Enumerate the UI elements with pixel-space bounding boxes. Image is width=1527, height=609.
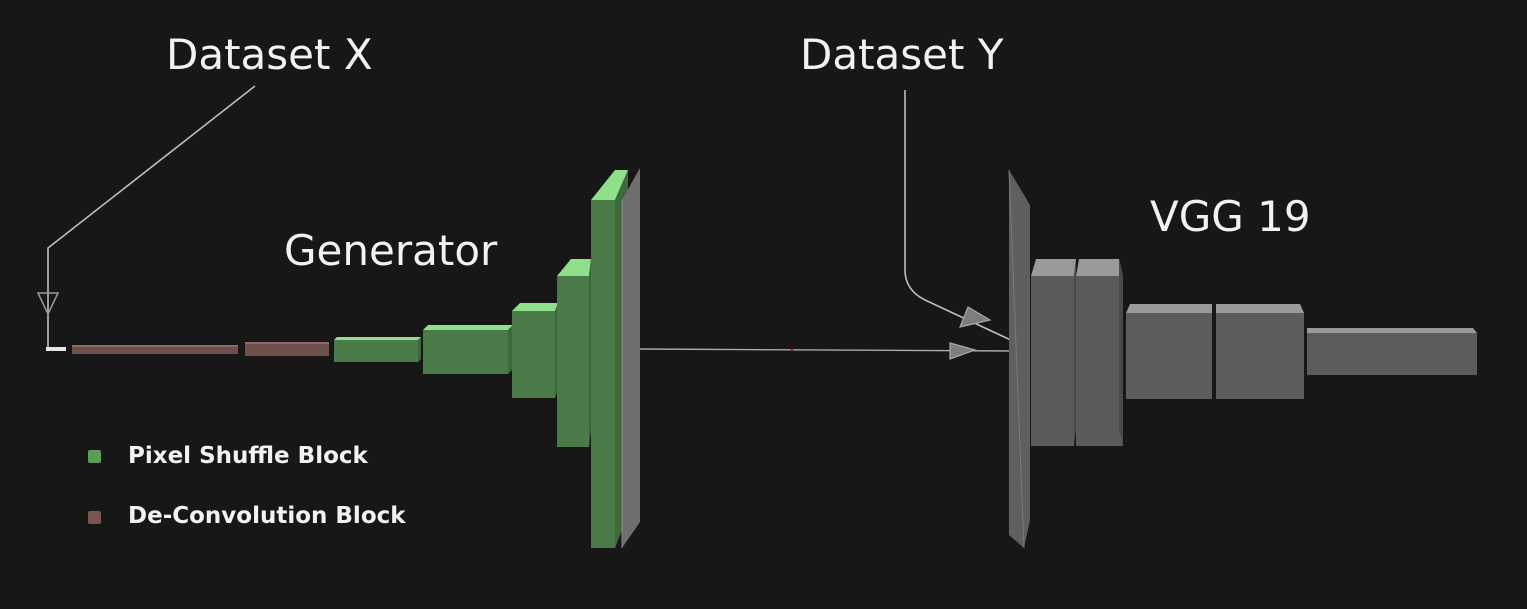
- deconvolution-block-2: [245, 342, 329, 356]
- vgg-block-1: [1031, 259, 1076, 446]
- dataset-x-leader-line: [47, 85, 256, 348]
- pixel-shuffle-block-3: [512, 303, 558, 398]
- legend-label-deconvolution: De-Convolution Block: [128, 503, 406, 529]
- vgg-block-5: [1307, 328, 1477, 375]
- pixel-shuffle-block-4: [557, 259, 591, 447]
- generator-to-vgg-arrowhead: [949, 342, 977, 360]
- pixel-shuffle-block-1: [334, 337, 421, 362]
- vgg-label: VGG 19: [1150, 192, 1311, 241]
- dataset-y-arrowhead: [959, 306, 992, 328]
- vgg-block-4: [1216, 304, 1304, 399]
- vgg-block-2: [1076, 259, 1123, 446]
- deconvolution-block-1: [72, 345, 238, 354]
- input-tensor: [46, 347, 66, 351]
- legend-label-pixel-shuffle: Pixel Shuffle Block: [128, 443, 368, 469]
- deconvolution-swatch: [88, 511, 101, 524]
- vgg-block-3: [1126, 304, 1212, 399]
- generator-label: Generator: [284, 226, 498, 275]
- dataset-y-leader-line: [904, 90, 1016, 343]
- pixel-shuffle-block-2: [423, 325, 513, 374]
- generator-output-plane: [622, 168, 640, 548]
- dataset-x-label: Dataset X: [166, 30, 373, 79]
- vgg-input-plane: [1009, 170, 1030, 548]
- dataset-y-label: Dataset Y: [800, 30, 1004, 79]
- pixel-shuffle-swatch: [88, 450, 101, 463]
- dataset-x-cone-icon: [36, 292, 60, 316]
